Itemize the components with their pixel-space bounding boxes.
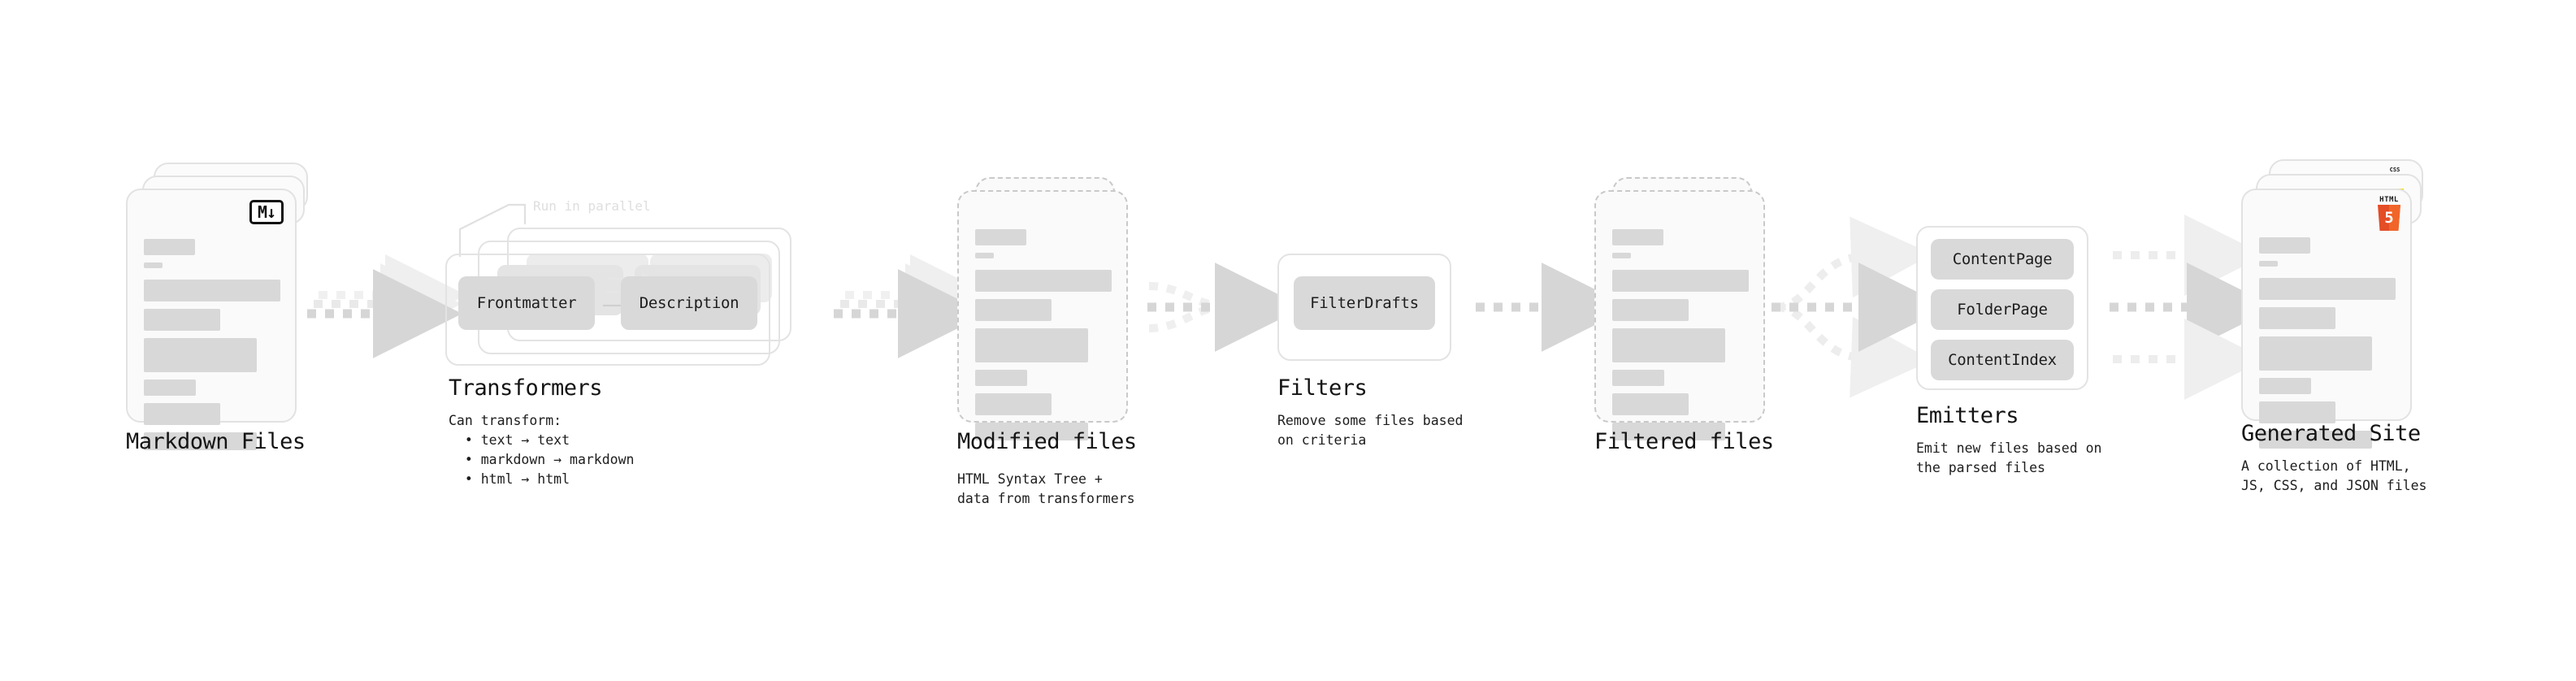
css-badge-label: CSS	[2389, 167, 2400, 173]
content-bar	[1612, 229, 1663, 245]
content-bar	[144, 309, 221, 331]
emitter-chip-folderpage[interactable]: FolderPage	[1931, 289, 2074, 330]
stage-subtitle-filters: Remove some files based on criteria	[1277, 413, 1464, 448]
stage-filters: FilterDrafts	[1277, 254, 1464, 367]
html5-badge: HTML 5	[2378, 197, 2400, 231]
content-bar	[2259, 401, 2336, 423]
file-card-front: M↓	[126, 189, 297, 450]
content-bar	[144, 432, 258, 450]
stage-subtitle-transformers: Can transform: • text → text • markdown …	[449, 413, 635, 487]
content-bar	[1612, 253, 1631, 258]
transformer-chip-description[interactable]: Description	[621, 276, 757, 330]
file-card-front-html: HTML 5	[2241, 189, 2412, 449]
content-bar	[1612, 370, 1664, 386]
stage-title-generated-site: Generated Site	[2241, 421, 2421, 446]
content-bar	[2259, 278, 2396, 300]
emitter-chip-contentpage[interactable]: ContentPage	[1931, 239, 2074, 280]
file-card-content	[144, 239, 280, 450]
transformer-chip-frontmatter[interactable]: Frontmatter	[458, 276, 595, 330]
stage-title-filters: Filters	[1277, 375, 1368, 401]
content-bar	[1612, 299, 1689, 321]
content-bar	[2259, 378, 2311, 394]
file-card-content	[975, 229, 1112, 440]
content-bar	[975, 423, 1089, 440]
stage-filtered-files	[1594, 177, 1798, 440]
stage-emitters: ContentPage FolderPage ContentIndex	[1916, 226, 2103, 397]
content-bar	[1612, 328, 1726, 362]
stage-title-filtered-files: Filtered files	[1594, 429, 1774, 454]
file-card-content	[2259, 237, 2396, 449]
content-bar	[144, 338, 258, 372]
file-card-front	[957, 190, 1128, 440]
stage-title-emitters: Emitters	[1916, 403, 2019, 428]
content-bar	[144, 239, 195, 255]
stage-markdown-files: M↓	[126, 163, 329, 450]
content-bar	[144, 403, 221, 425]
content-bar	[975, 229, 1026, 245]
emitter-chip-contentindex[interactable]: ContentIndex	[1931, 340, 2074, 380]
filter-chip-filterdrafts[interactable]: FilterDrafts	[1294, 276, 1435, 330]
file-card-content	[1612, 229, 1749, 440]
arrow-emitters-to-site	[2110, 215, 2276, 400]
content-bar	[1612, 423, 1726, 440]
stage-subtitle-generated-site: A collection of HTML, JS, CSS, and JSON …	[2241, 458, 2427, 493]
arrow-transformers-to-modified	[834, 254, 991, 358]
stage-title-markdown-files: Markdown Files	[126, 429, 306, 454]
stage-modified-files	[957, 177, 1160, 440]
emitter-box: ContentPage FolderPage ContentIndex	[1916, 226, 2088, 390]
parallel-bracket	[458, 203, 527, 257]
filter-box: FilterDrafts	[1277, 254, 1451, 361]
content-bar	[1612, 393, 1689, 415]
content-bar	[975, 328, 1089, 362]
html5-digit: 5	[2384, 209, 2394, 227]
content-bar	[2259, 336, 2373, 371]
content-bar	[2259, 307, 2336, 329]
file-card-front	[1594, 190, 1765, 440]
stage-title-modified-files: Modified files	[957, 429, 1137, 454]
stage-title-transformers: Transformers	[449, 375, 603, 401]
stage-subtitle-modified-files: HTML Syntax Tree + data from transformer…	[957, 471, 1135, 506]
content-bar	[2259, 261, 2278, 267]
content-bar	[1612, 270, 1749, 292]
content-bar	[2259, 431, 2373, 449]
content-bar	[2259, 237, 2310, 254]
html5-badge-label: HTML	[2379, 196, 2399, 204]
content-bar	[144, 380, 196, 396]
transformer-box-front: Frontmatter Description	[445, 254, 770, 366]
content-bar	[975, 393, 1052, 415]
stage-transformers: Run in parallel Fron	[445, 198, 827, 366]
content-bar	[975, 253, 994, 258]
markdown-badge: M↓	[249, 200, 284, 224]
content-bar	[144, 262, 163, 268]
content-bar	[975, 299, 1052, 321]
content-bar	[975, 270, 1112, 292]
stage-subtitle-emitters: Emit new files based on the parsed files	[1916, 440, 2102, 475]
content-bar	[144, 280, 280, 301]
html5-shield-icon: 5	[2378, 205, 2400, 231]
parallel-label: Run in parallel	[533, 198, 651, 214]
content-bar	[975, 370, 1027, 386]
stage-generated-site: CSS HTML 5	[2241, 159, 2452, 449]
